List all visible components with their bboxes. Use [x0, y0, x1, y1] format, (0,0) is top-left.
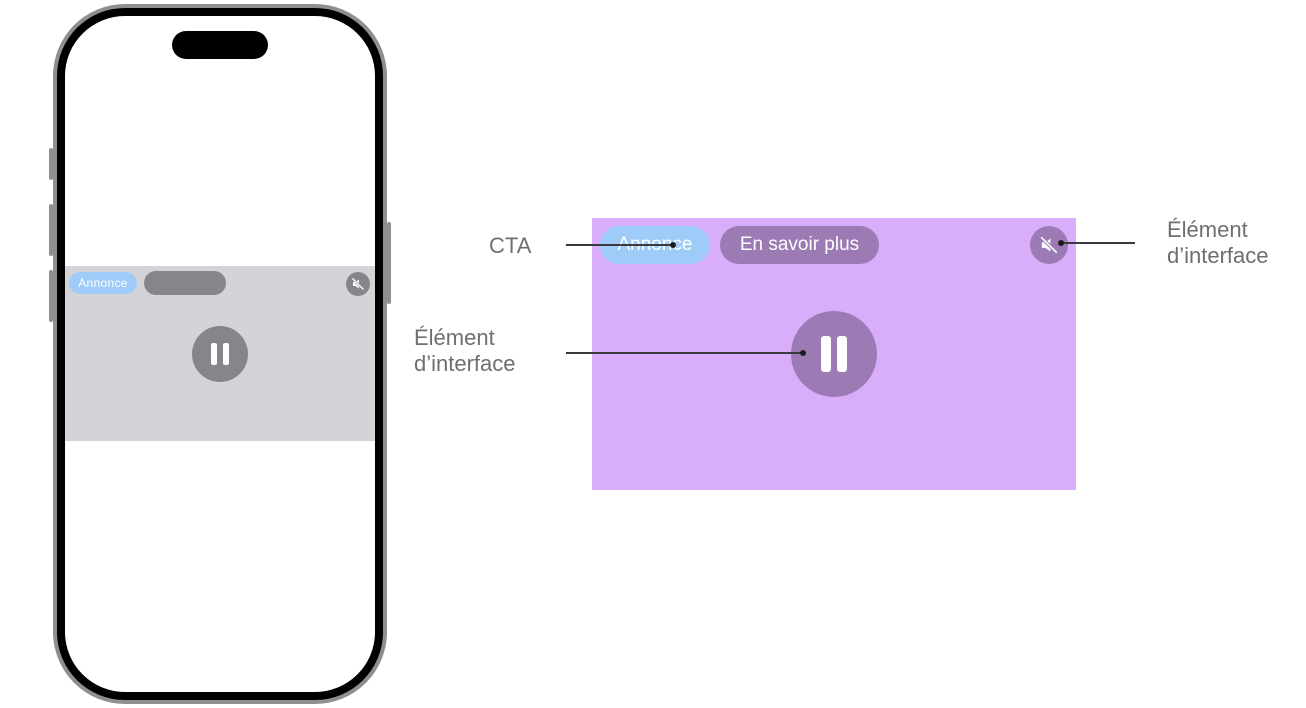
mute-button[interactable] [1030, 226, 1068, 264]
cta-button[interactable]: En savoir plus [720, 226, 879, 264]
phone-power-button [387, 222, 391, 304]
mini-pause-bar-right [223, 343, 229, 365]
video-ad-zoomed: Annonce En savoir plus [592, 218, 1076, 490]
pause-icon-bar-right [837, 336, 847, 372]
phone-volume-down-button [49, 270, 53, 322]
callout-line-cta [566, 244, 673, 246]
mini-pause-button[interactable] [192, 326, 248, 382]
pause-icon-bar-left [821, 336, 831, 372]
callout-line-ui-element-right [1061, 242, 1135, 244]
mini-ad-badge: Annonce [69, 272, 137, 294]
callout-label-ui-element-left: Élément d’interface [414, 325, 516, 376]
mini-video-ad: Annonce [65, 266, 375, 441]
callout-dot-ui-element-left [800, 350, 806, 356]
mini-mute-button[interactable] [346, 272, 370, 296]
callout-line-ui-element-left [566, 352, 803, 354]
phone-side-button [49, 148, 53, 180]
phone-volume-up-button [49, 204, 53, 256]
mini-cta-button[interactable] [144, 271, 226, 295]
callout-label-cta: CTA [489, 233, 532, 258]
speaker-muted-icon [1039, 235, 1059, 255]
speaker-muted-icon [351, 277, 365, 291]
dynamic-island [172, 31, 268, 59]
mini-pause-bar-left [211, 343, 217, 365]
callout-dot-cta [670, 242, 676, 248]
callout-dot-ui-element-right [1058, 240, 1064, 246]
callout-label-ui-element-right: Élément d’interface [1167, 217, 1269, 268]
